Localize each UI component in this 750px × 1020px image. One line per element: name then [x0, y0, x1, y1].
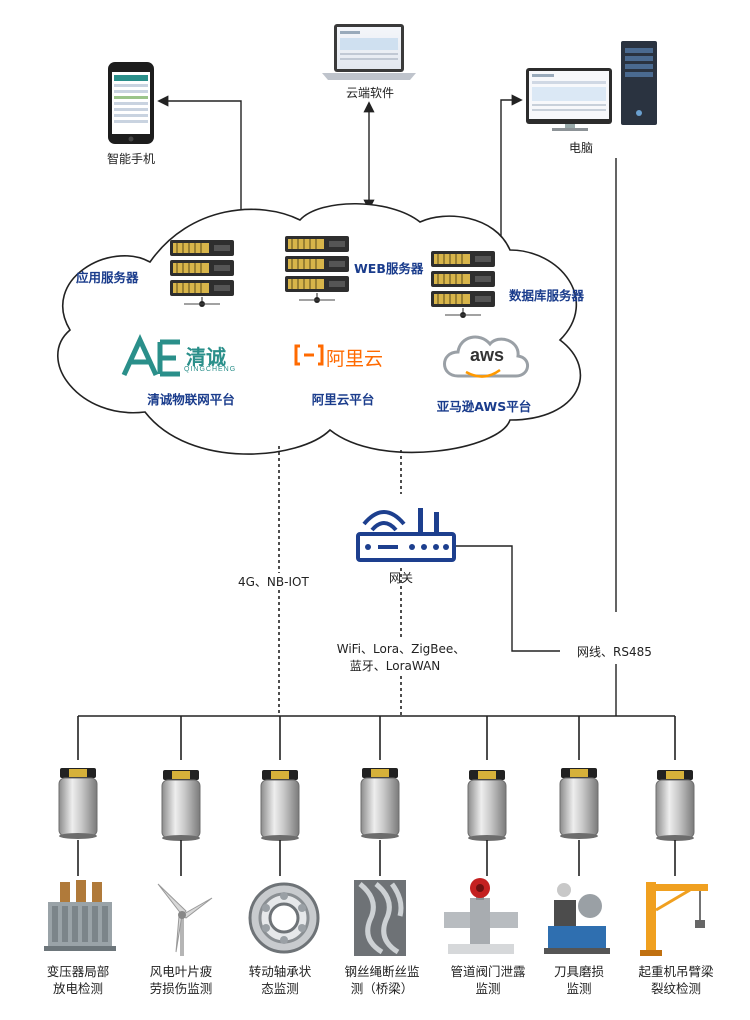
wired-link-label: 网线、RS485 [577, 645, 652, 659]
wind-turbine-icon [157, 883, 213, 956]
transformer-icon [44, 880, 116, 951]
application-caption: 变压器局部放电检测 [46, 964, 110, 996]
qingcheng-logo-text: 清诚 [186, 347, 226, 369]
application-caption: 转动轴承状态监测 [248, 964, 312, 996]
qingcheng-logo-subtext: QINGCHENG [184, 366, 237, 373]
application-caption: 钢丝绳断丝监测（桥梁） [344, 964, 420, 996]
wireless-link-label-line1: WiFi、Lora、ZigBee、 [336, 640, 466, 657]
app-server-icon [169, 239, 235, 307]
application-caption: 起重机吊臂梁裂纹检测 [638, 964, 714, 996]
sensor-icon [655, 769, 695, 842]
sensor-bus [77, 715, 676, 760]
database-server-icon [430, 250, 496, 318]
cloud-software-label: 云端软件 [345, 86, 395, 100]
desktop-computer-icon [526, 41, 657, 131]
web-server-label: WEB服务器 [354, 261, 424, 276]
sensor-to-application-lines [77, 840, 676, 876]
sensor-icon [559, 767, 599, 840]
cellular-link-label: 4G、NB-IOT [238, 573, 309, 590]
aws-platform-label: 亚马逊AWS平台 [436, 399, 532, 414]
bearing-icon [248, 882, 320, 954]
sensor-icon [360, 767, 400, 840]
sensor-icon [467, 769, 507, 842]
smartphone-icon [108, 62, 154, 144]
aliyun-logo-text: 阿里云 [326, 349, 384, 370]
phone-label: 智能手机 [106, 152, 156, 166]
db-server-label: 数据库服务器 [509, 288, 585, 303]
pc-label: 电脑 [568, 141, 594, 155]
sensor-icon [161, 769, 201, 842]
wireless-link-label-line2: 蓝牙、LoraWAN [349, 657, 441, 674]
sensor-icon [58, 767, 98, 840]
qingcheng-platform-label: 清诚物联网平台 [147, 392, 235, 407]
application-caption: 风电叶片疲劳损伤监测 [149, 964, 213, 996]
aliyun-logo-icon [294, 344, 324, 366]
qingcheng-logo-icon [121, 333, 180, 377]
web-server-icon [284, 235, 350, 303]
aws-logo-text: aws [470, 345, 505, 365]
aws-logo-icon [443, 335, 529, 378]
application-caption: 管道阀门泄露监测 [450, 964, 526, 996]
sensor-icon [260, 769, 300, 842]
gateway-router-icon [356, 508, 456, 562]
tool-grinder-icon [544, 883, 610, 954]
wired-links [456, 158, 617, 716]
app-server-label: 应用服务器 [76, 270, 139, 285]
application-caption: 刀具磨损监测 [553, 964, 604, 996]
gateway-label: 网关 [388, 571, 414, 585]
laptop-icon [322, 24, 416, 80]
wire-rope-icon [354, 880, 406, 956]
crane-jib-icon [640, 882, 708, 956]
pipe-valve-icon [444, 878, 518, 954]
aliyun-platform-label: 阿里云平台 [311, 392, 375, 407]
